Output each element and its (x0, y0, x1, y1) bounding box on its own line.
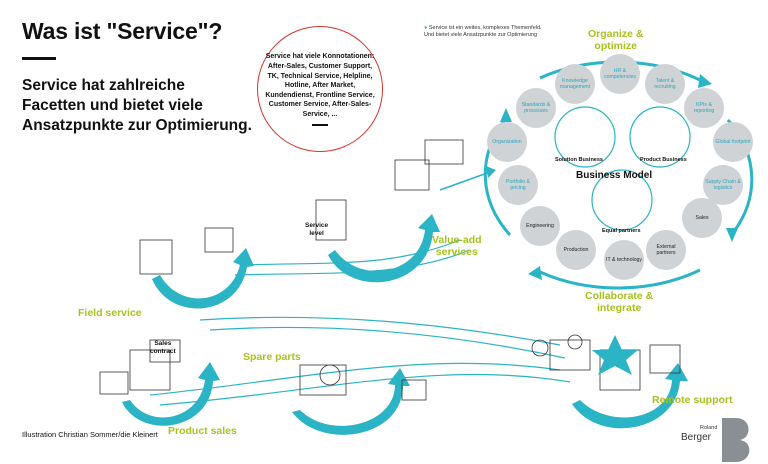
business-model-title: Business Model (576, 170, 653, 181)
journey-arrows (122, 214, 688, 435)
note-bullet-icon: ● (424, 25, 429, 31)
node-standards: Standards & processes (516, 88, 556, 128)
illustration-credit: Illustration Christian Sommer/die Kleine… (22, 430, 158, 439)
node-portfolio: Portfolio & pricing (498, 165, 538, 205)
connotations-bubble: Service hat viele Konnotationen: After-S… (257, 26, 383, 152)
page-subtitle: Service hat zahlreiche Facetten und biet… (22, 77, 252, 134)
connector-arrowhead (486, 166, 496, 178)
collaborate-line2: integrate (596, 302, 642, 314)
label-value-add-line1: Value-add (432, 234, 482, 246)
node-production: Production (556, 230, 596, 270)
label-field-service: Field service (78, 307, 142, 319)
organize-line2: optimize (594, 40, 638, 52)
node-supply: Supply Chain & logistics (703, 165, 743, 205)
organize-line1: Organize & (588, 28, 644, 40)
node-global: Global footprint (713, 122, 753, 162)
sales-contract-line2: contract (150, 348, 176, 355)
node-sales: Sales (682, 198, 722, 238)
label-value-add: Value-add services (432, 234, 482, 258)
node-it: IT & technology (604, 240, 644, 280)
service-level-line2: level (309, 230, 324, 237)
label-product-sales: Product sales (168, 425, 237, 437)
label-value-add-line2: services (435, 246, 478, 258)
service-level-line1: Service (305, 222, 329, 229)
node-organization: Organization (487, 122, 527, 162)
node-kpis: KPIs & reporting (684, 88, 724, 128)
connotations-text: Service hat viele Konnotationen: After-S… (265, 53, 375, 118)
brand-small-text: Roland (700, 425, 718, 431)
label-remote-support: Remote support (652, 394, 733, 406)
label-service-level: Service level (305, 222, 328, 238)
title-rule (22, 57, 56, 60)
brand-logo-mark (722, 418, 750, 462)
collaborate-line1: Collaborate & (585, 290, 654, 302)
node-hr: HR & competencies (600, 54, 640, 94)
note: ● Service ist ein weites, komplexes Them… (424, 25, 544, 39)
label-spare-parts: Spare parts (243, 351, 301, 363)
label-sales-contract: Sales contract (150, 340, 176, 356)
product-business-label: Product Business (640, 157, 687, 163)
brand-name: Berger (681, 432, 712, 443)
node-talent: Talent & recruiting (645, 64, 685, 104)
cycle-arrowheads (500, 74, 738, 280)
equal-partners-label: Equal partners (602, 228, 641, 234)
node-external: External partners (646, 230, 686, 270)
node-engineering: Engineering (520, 206, 560, 246)
bubble-rule (312, 123, 328, 126)
sales-contract-line1: Sales (154, 340, 172, 347)
note-text: Service ist ein weites, komplexes Themen… (424, 25, 542, 38)
business-model-circles (554, 106, 691, 231)
node-knowledge: Knowledge management (555, 64, 595, 104)
label-collaborate: Collaborate & integrate (585, 290, 653, 314)
remote-support-star (592, 335, 638, 375)
solution-business-label: Solution Business (555, 157, 603, 163)
label-organize: Organize & optimize (588, 28, 643, 52)
connector-arrow (439, 171, 491, 191)
page-title: Was ist "Service"? (22, 18, 223, 44)
